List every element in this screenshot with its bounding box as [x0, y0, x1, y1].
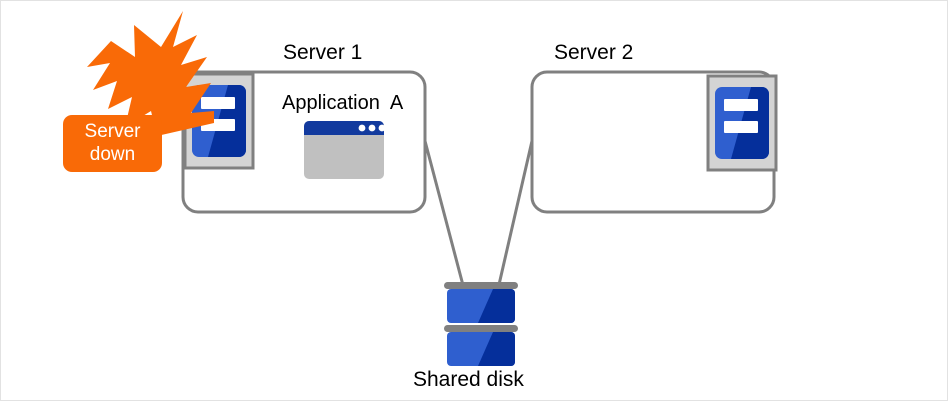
disk-rail-top — [444, 282, 518, 289]
server1-icon-bar-top — [201, 97, 235, 109]
link-server2-to-disk — [496, 139, 534, 291]
server-down-badge-line2: down — [89, 143, 136, 165]
lightning-burst-icon — [87, 11, 214, 136]
application-window-icon — [304, 121, 386, 179]
server2-icon-bar-bottom — [724, 121, 758, 133]
server2-label: Server 2 — [554, 41, 634, 64]
shared-disk-label: Shared disk — [413, 368, 524, 391]
server-down-badge-line1: Server — [84, 121, 141, 143]
shared-disk-icon — [444, 282, 518, 366]
server-down-badge[interactable]: Server down — [63, 115, 162, 172]
server2-server-icon — [706, 74, 778, 172]
server1-label: Server 1 — [283, 41, 363, 64]
connector-lines — [423, 139, 534, 291]
server2-icon-bar-top — [724, 99, 758, 111]
link-server1-to-disk — [423, 139, 466, 291]
application-a-label: Application A — [282, 92, 404, 114]
disk-rail-bottom — [444, 325, 518, 332]
